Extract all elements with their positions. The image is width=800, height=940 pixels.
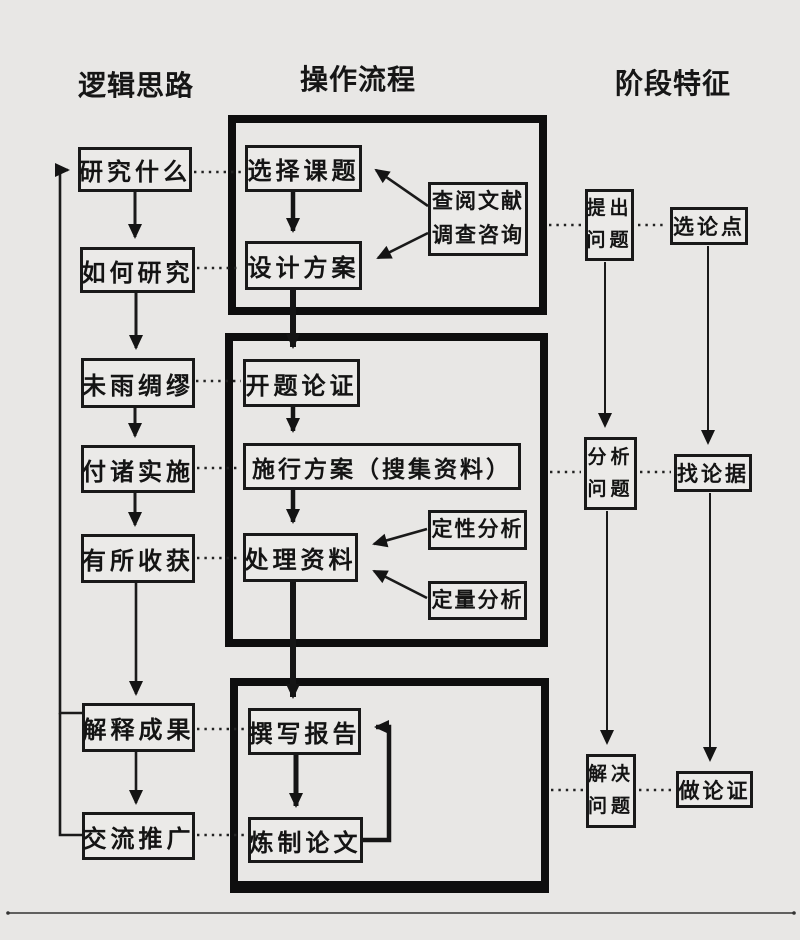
box-gain-results: 有所收获 bbox=[81, 534, 195, 583]
box-consult-literature-line2: 调查咨询 bbox=[432, 224, 524, 247]
box-quantitative-analysis: 定量分析 bbox=[428, 581, 527, 620]
box-solve-problem: 解决 问题 bbox=[586, 754, 636, 828]
group-frame-implementation-stage bbox=[225, 333, 548, 647]
box-analyze-problem-line2: 问题 bbox=[587, 478, 634, 500]
arrow-qualitative-to-processdata bbox=[372, 527, 428, 548]
box-execute-plan: 施行方案（搜集资料） bbox=[243, 443, 521, 490]
box-how-to-research: 如何研究 bbox=[80, 247, 195, 293]
column-header-logic: 逻辑思路 bbox=[78, 70, 195, 101]
box-solve-problem-line2: 问题 bbox=[588, 796, 635, 817]
column-header-stage: 阶段特征 bbox=[615, 68, 732, 99]
box-raise-problem-line2: 问题 bbox=[586, 230, 633, 251]
box-solve-problem-line1: 解决 bbox=[588, 764, 635, 785]
box-choose-thesis: 选论点 bbox=[670, 207, 748, 245]
box-make-argument: 做论证 bbox=[676, 771, 753, 808]
box-proposal-defense: 开题论证 bbox=[243, 359, 360, 407]
box-select-topic: 选择课题 bbox=[245, 145, 362, 192]
box-write-report: 撰写报告 bbox=[248, 708, 361, 755]
box-design-plan: 设计方案 bbox=[245, 241, 362, 290]
box-interpret-results: 解释成果 bbox=[82, 703, 195, 752]
bottom-rule-right-tick bbox=[792, 911, 796, 915]
box-refine-paper: 炼制论文 bbox=[248, 817, 363, 863]
box-analyze-problem: 分析 问题 bbox=[584, 437, 637, 510]
box-qualitative-analysis: 定性分析 bbox=[428, 510, 527, 550]
group-frame-writing-stage bbox=[230, 678, 549, 893]
group-frame-topic-stage bbox=[228, 115, 547, 315]
box-research-what: 研究什么 bbox=[78, 147, 192, 192]
feedback-line-interpret-to-researchwhat bbox=[55, 163, 82, 715]
column-header-process: 操作流程 bbox=[300, 64, 417, 95]
box-analyze-problem-line1: 分析 bbox=[587, 446, 634, 468]
loop-refinepaper-to-writereport bbox=[363, 720, 392, 843]
box-raise-problem: 提出 问题 bbox=[585, 189, 634, 261]
box-consult-literature: 查阅文献 调查咨询 bbox=[428, 182, 528, 256]
box-consult-literature-line1: 查阅文献 bbox=[432, 190, 524, 213]
box-raise-problem-line1: 提出 bbox=[586, 198, 633, 219]
arrow-consult-to-designplan bbox=[376, 231, 429, 260]
arrow-quantitative-to-processdata bbox=[372, 569, 428, 600]
feedback-line-communicate-branch bbox=[58, 713, 82, 837]
box-communicate-promote: 交流推广 bbox=[82, 812, 195, 860]
arrow-consult-to-selecttopic bbox=[374, 168, 429, 208]
box-process-data: 处理资料 bbox=[243, 533, 358, 582]
box-find-evidence: 找论据 bbox=[674, 454, 752, 492]
box-prepare-ahead: 未雨绸缪 bbox=[81, 358, 195, 408]
box-put-into-practice: 付诸实施 bbox=[81, 445, 195, 493]
bottom-rule-left-tick bbox=[6, 911, 10, 915]
